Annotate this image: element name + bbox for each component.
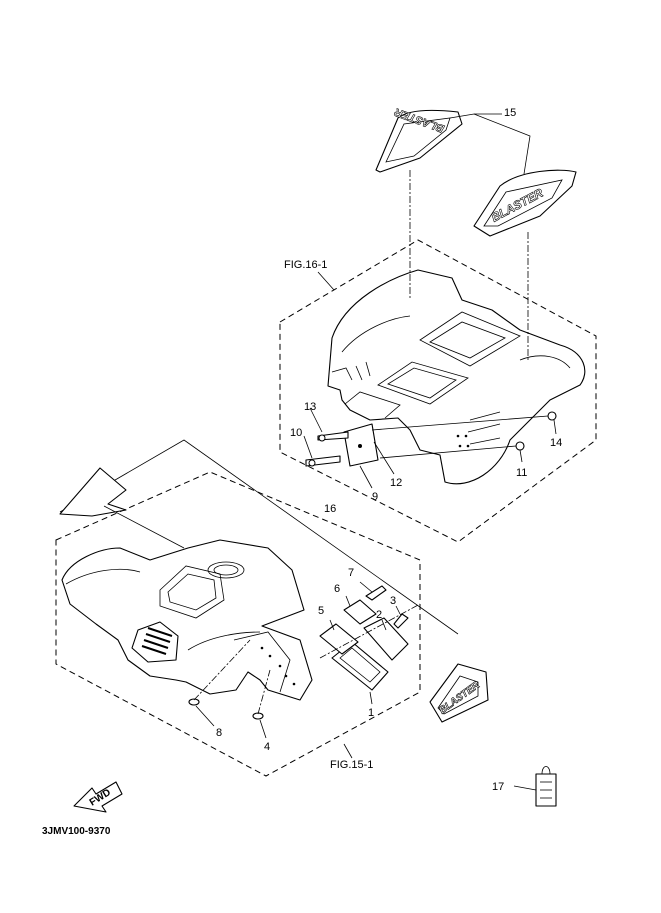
callout-12: 12 xyxy=(390,477,402,489)
callout-17: 17 xyxy=(492,781,504,793)
front-fender-boundary xyxy=(55,471,421,777)
rear-fender-boundary xyxy=(279,239,597,543)
rear-fender xyxy=(327,269,586,485)
front-fender xyxy=(61,539,313,701)
bolt-7 xyxy=(365,585,387,601)
callout-10: 10 xyxy=(290,427,302,439)
fig-ref-rear: FIG.16-1 xyxy=(284,259,327,271)
warning-label-17 xyxy=(513,766,557,807)
callout-9: 9 xyxy=(372,491,378,503)
front-emblem-left xyxy=(59,467,185,549)
rear-fender-decal-left: BLASTER xyxy=(375,105,463,173)
callout-15: 15 xyxy=(504,107,516,119)
front-emblem-right: BLASTER xyxy=(429,663,489,723)
callout-5: 5 xyxy=(318,605,324,617)
callout-14: 14 xyxy=(550,437,562,449)
plate-5 xyxy=(319,623,359,655)
plate-6 xyxy=(343,599,377,625)
callout-3: 3 xyxy=(390,595,396,607)
bolt-3 xyxy=(393,613,409,629)
callout-6: 6 xyxy=(334,583,340,595)
callout-11: 11 xyxy=(516,467,527,479)
bolt-10 xyxy=(305,455,341,467)
front-grille xyxy=(141,627,173,655)
plate-bracket-9 xyxy=(343,423,379,467)
rear-fender-decal-right: BLASTER xyxy=(473,169,577,237)
callout-13: 13 xyxy=(304,401,316,413)
callout-8: 8 xyxy=(216,727,222,739)
diagram-code: 3JMV100-9370 xyxy=(42,826,111,837)
callout-7: 7 xyxy=(348,567,354,579)
callout-16: 16 xyxy=(324,503,336,515)
nut-11 xyxy=(515,441,525,451)
nut-14 xyxy=(547,411,557,421)
fig-ref-front: FIG.15-1 xyxy=(330,759,373,771)
callout-4: 4 xyxy=(264,741,270,753)
grommet-8 xyxy=(188,698,200,706)
callout-1: 1 xyxy=(368,707,374,719)
bolt-13 xyxy=(317,431,349,442)
forward-direction-arrow: FWD xyxy=(73,781,123,813)
callout-2: 2 xyxy=(376,609,382,621)
